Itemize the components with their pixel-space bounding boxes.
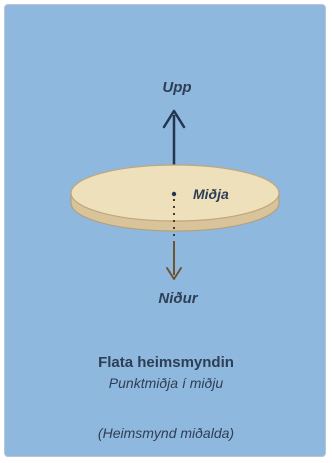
center-point [172,192,176,196]
caption-note: (Heimsmynd miðalda) [5,425,326,441]
center-label: Miðja [193,186,229,202]
caption-subtitle: Punktmiðja í miðju [5,375,326,391]
caption-title: Flata heimsmyndin [5,354,326,371]
up-label: Upp [147,79,207,96]
diagram-panel: Upp Miðja Niður Flata heimsmyndin Punktm… [4,4,326,457]
down-label: Niður [143,290,213,307]
